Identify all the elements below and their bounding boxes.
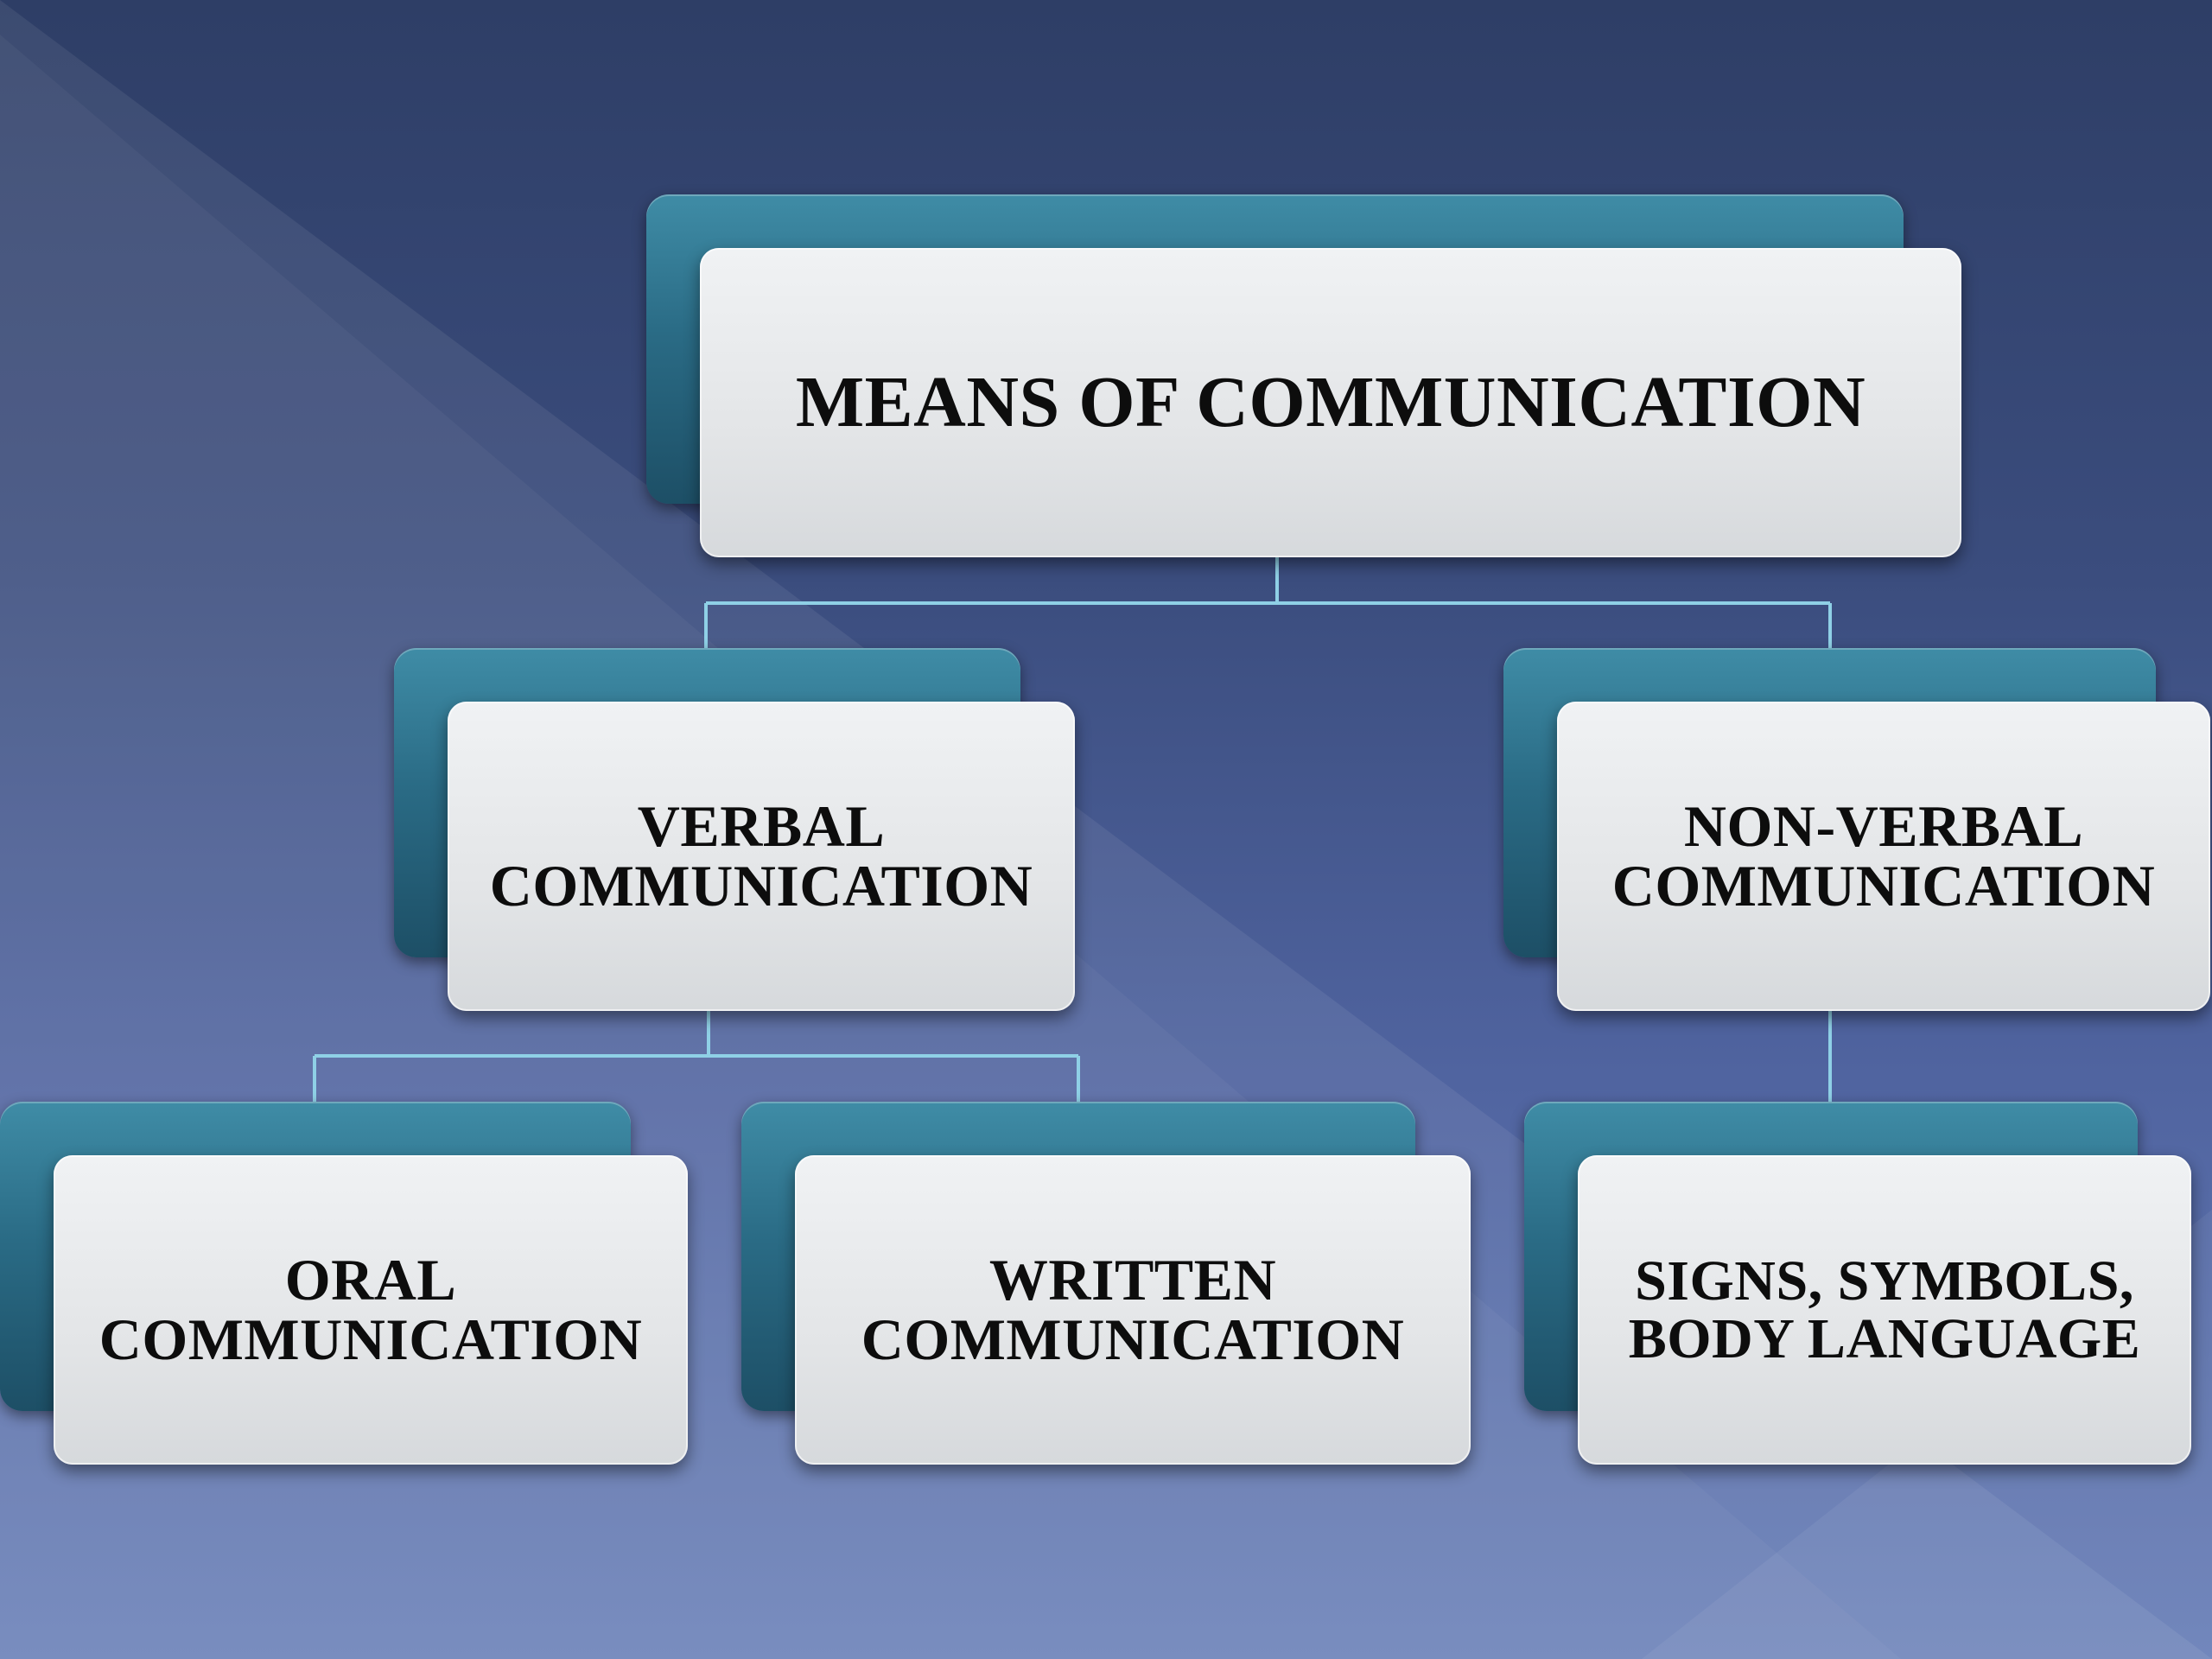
node-front-panel: NON-VERBAL COMMUNICATION: [1557, 702, 2210, 1011]
label-line-1: NON-VERBAL: [1683, 792, 2084, 859]
node-front-panel: SIGNS, SYMBOLS, BODY LANGUAGE: [1578, 1155, 2191, 1465]
node-label: WRITTEN COMMUNICATION: [861, 1246, 1405, 1372]
label-line-1: SIGNS, SYMBOLS,: [1635, 1249, 2134, 1313]
node-label: ORAL COMMUNICATION: [99, 1246, 643, 1372]
label-line-2: COMMUNICATION: [99, 1306, 643, 1372]
node-front-panel: MEANS OF COMMUNICATION: [700, 248, 1961, 557]
label-line-1: VERBAL: [637, 792, 886, 859]
node-written-communication: WRITTEN COMMUNICATION: [741, 1102, 1471, 1465]
node-label: MEANS OF COMMUNICATION: [795, 362, 1866, 443]
node-front-panel: VERBAL COMMUNICATION: [448, 702, 1075, 1011]
node-front-panel: WRITTEN COMMUNICATION: [795, 1155, 1471, 1465]
node-means-of-communication: MEANS OF COMMUNICATION: [646, 194, 1961, 557]
label-line-2: BODY LANGUAGE: [1628, 1307, 2141, 1370]
label-line-1: ORAL: [284, 1246, 457, 1313]
label-line-2: COMMUNICATION: [489, 853, 1033, 918]
label-line-1: WRITTEN: [988, 1246, 1277, 1313]
node-verbal-communication: VERBAL COMMUNICATION: [394, 648, 1075, 1011]
node-front-panel: ORAL COMMUNICATION: [54, 1155, 688, 1465]
node-label: NON-VERBAL COMMUNICATION: [1611, 792, 2156, 918]
node-oral-communication: ORAL COMMUNICATION: [0, 1102, 688, 1465]
node-non-verbal-communication: NON-VERBAL COMMUNICATION: [1503, 648, 2210, 1011]
node-label: VERBAL COMMUNICATION: [489, 792, 1033, 918]
node-label: SIGNS, SYMBOLS, BODY LANGUAGE: [1628, 1249, 2141, 1370]
label-line-2: COMMUNICATION: [1611, 853, 2156, 918]
node-signs-symbols-body-language: SIGNS, SYMBOLS, BODY LANGUAGE: [1524, 1102, 2191, 1465]
label-line-2: COMMUNICATION: [861, 1306, 1405, 1372]
